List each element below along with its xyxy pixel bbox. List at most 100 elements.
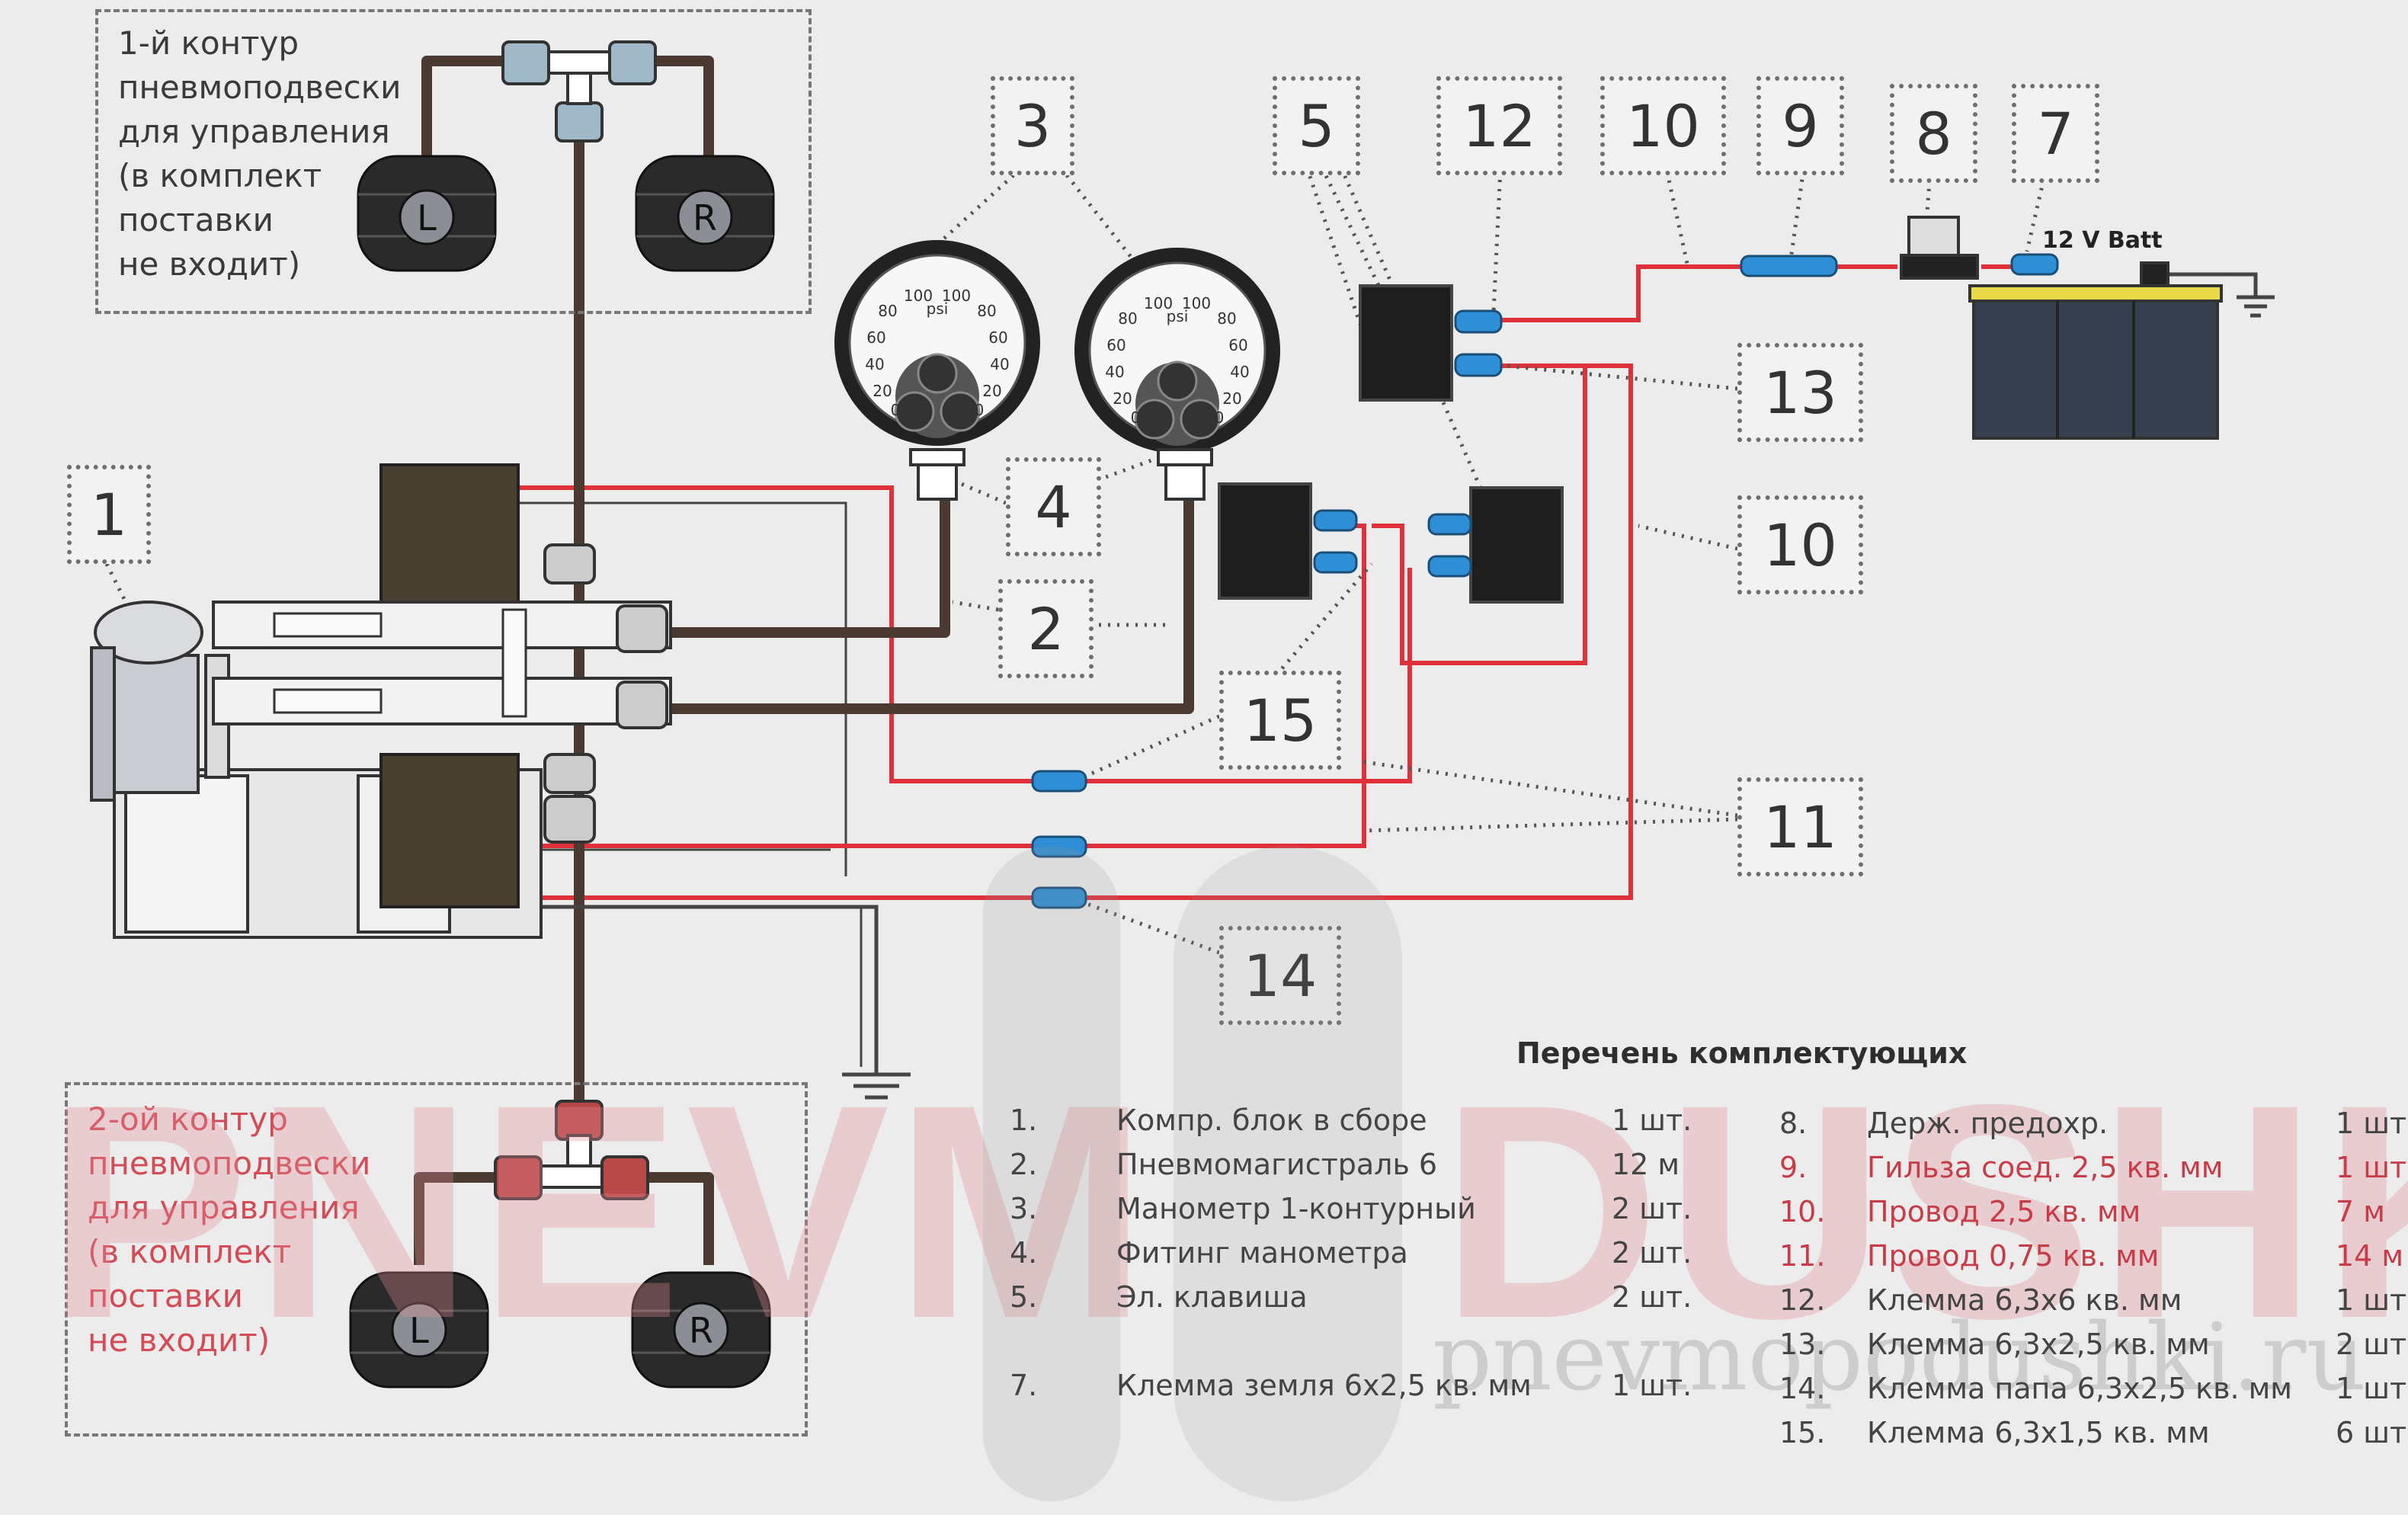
gauge-right-tick-80: 80 <box>1118 309 1137 328</box>
part-name: Провод 0,75 кв. мм <box>1867 1239 2160 1273</box>
part-number: 1. <box>1010 1103 1038 1137</box>
valve-blocks <box>212 463 672 908</box>
gauge-right-tick-40-r: 40 <box>1230 363 1249 381</box>
gauge-right-tick-40: 40 <box>1105 363 1124 381</box>
gauge-left-tick-20: 20 <box>873 382 892 400</box>
gauge-right-scale-right: 100 <box>1182 294 1211 312</box>
battery-label: 12 V Batt <box>2042 227 2163 254</box>
callout-2: 2 <box>998 579 1094 678</box>
part-name: Фитинг манометра <box>1116 1236 1408 1270</box>
bag-label-top-left: L <box>417 197 437 239</box>
pressure-gauge-left <box>834 240 1040 501</box>
circuit-2-region <box>65 1082 808 1437</box>
part-number: 13. <box>1779 1328 1826 1361</box>
part-quantity: 7 м <box>2336 1195 2385 1228</box>
part-name: Клемма земля 6х2,5 кв. мм <box>1116 1369 1532 1402</box>
callout-3: 3 <box>991 76 1074 175</box>
air-bag-top-left <box>357 155 497 272</box>
part-number: 15. <box>1779 1416 1826 1449</box>
part-quantity: 1 шт. <box>2336 1151 2408 1184</box>
callout-1: 1 <box>67 465 151 564</box>
callout-10-top: 10 <box>1600 76 1726 175</box>
air-hoses <box>414 56 1194 1265</box>
bag-label-bottom-left: L <box>409 1310 429 1351</box>
gauge-left-scale-right: 100 <box>942 287 971 305</box>
gauge-left-tick-80: 80 <box>878 302 897 320</box>
part-number: 2. <box>1010 1148 1038 1181</box>
gauge-right-scale-left: 100 <box>1144 294 1173 312</box>
callout-11: 11 <box>1737 777 1863 876</box>
part-number: 4. <box>1010 1236 1038 1270</box>
air-bag-bottom-right <box>631 1271 771 1388</box>
gauge-right-tick-60-r: 60 <box>1228 336 1247 354</box>
gauge-left-tick-60: 60 <box>866 328 885 347</box>
part-name: Гильза соед. 2,5 кв. мм <box>1867 1151 2224 1184</box>
tee-fitting-top <box>501 40 657 143</box>
watermark-brand-left: PNEVM <box>46 1041 1153 1382</box>
gauge-right-tick-20-r: 20 <box>1222 389 1241 408</box>
part-quantity: 14 м <box>2336 1239 2404 1273</box>
part-quantity: 2 шт. <box>1612 1236 1692 1270</box>
ground-wire <box>543 272 2258 1075</box>
part-name: Клемма 6,3х1,5 кв. мм <box>1867 1416 2210 1449</box>
gauge-left-unit: psi <box>927 299 949 318</box>
gauge-left-tick-0: 0 <box>891 401 901 419</box>
circuit-1-region <box>95 9 812 314</box>
part-name: Клемма 6,3х6 кв. мм <box>1867 1283 2182 1317</box>
callout-4: 4 <box>1006 457 1101 556</box>
gauge-right-tick-0-r: 0 <box>1215 408 1225 427</box>
blue-connectors <box>1031 253 2059 909</box>
air-bag-bottom-left <box>349 1271 489 1388</box>
tee-fitting-bottom <box>494 1100 649 1200</box>
circuit-2-label: 2-ой контур пневмоподвески для управлени… <box>88 1100 371 1359</box>
callout-10-right: 10 <box>1737 495 1863 594</box>
part-quantity: 12 м <box>1612 1148 1680 1181</box>
part-name: Пневмомагистраль 6 <box>1116 1148 1438 1181</box>
part-number: 5. <box>1010 1280 1038 1314</box>
part-quantity: 2 шт. <box>1612 1192 1692 1225</box>
part-name: Манометр 1-контурный <box>1116 1192 1476 1225</box>
parts-list-title: Перечень комплектующих <box>1516 1036 1968 1070</box>
gauge-left-tick-40-r: 40 <box>990 355 1009 373</box>
part-quantity: 2 шт. <box>1612 1280 1692 1314</box>
part-number: 9. <box>1779 1151 1808 1184</box>
callout-9: 9 <box>1756 76 1844 175</box>
rocker-switches <box>1218 284 1564 604</box>
callout-15: 15 <box>1219 671 1341 770</box>
callout-14: 14 <box>1219 926 1341 1025</box>
part-name: Держ. предохр. <box>1867 1107 2109 1140</box>
watermark-logo-2 <box>1174 846 1402 1501</box>
callout-5: 5 <box>1273 76 1360 175</box>
fuse-holder <box>1900 216 1979 280</box>
part-number: 3. <box>1010 1192 1038 1225</box>
gauge-right-tick-80-r: 80 <box>1217 309 1236 328</box>
gauge-left-scale-left: 100 <box>904 287 933 305</box>
watermark-url: pnevmopodushki.ru <box>1433 1303 2366 1411</box>
parts-list-right: 8. Держ. предохр. 1 шт. 9. Гильза соед. 2,5… <box>1779 1107 2408 1472</box>
gauge-right-tick-0: 0 <box>1131 408 1141 427</box>
gauge-right-tick-60: 60 <box>1106 336 1126 354</box>
part-number: 7. <box>1010 1369 1038 1402</box>
part-number: 14. <box>1779 1372 1826 1405</box>
bag-label-bottom-right: R <box>689 1310 713 1351</box>
gauge-left-tick-80-r: 80 <box>977 302 996 320</box>
watermark-logo <box>983 846 1120 1501</box>
bag-label-top-right: R <box>693 197 717 239</box>
part-number: 10. <box>1779 1195 1826 1228</box>
gauge-right-tick-20: 20 <box>1113 389 1132 408</box>
part-name: Провод 2,5 кв. мм <box>1867 1195 2141 1228</box>
part-name: Клемма 6,3х2,5 кв. мм <box>1867 1328 2210 1361</box>
part-name: Компр. блок в сборе <box>1116 1103 1427 1137</box>
part-quantity: 6 шт. <box>2336 1416 2408 1449</box>
battery <box>1968 261 2223 440</box>
gauge-left-tick-40: 40 <box>865 355 884 373</box>
gauge-right-unit: psi <box>1167 307 1189 325</box>
part-name: Клемма папа 6,3х2,5 кв. мм <box>1867 1372 2292 1405</box>
part-quantity: 1 шт. <box>2336 1283 2408 1317</box>
callout-8: 8 <box>1890 84 1977 183</box>
callout-13: 13 <box>1737 343 1863 442</box>
gauge-left-tick-20-r: 20 <box>982 382 1001 400</box>
part-number: 8. <box>1779 1107 1808 1140</box>
